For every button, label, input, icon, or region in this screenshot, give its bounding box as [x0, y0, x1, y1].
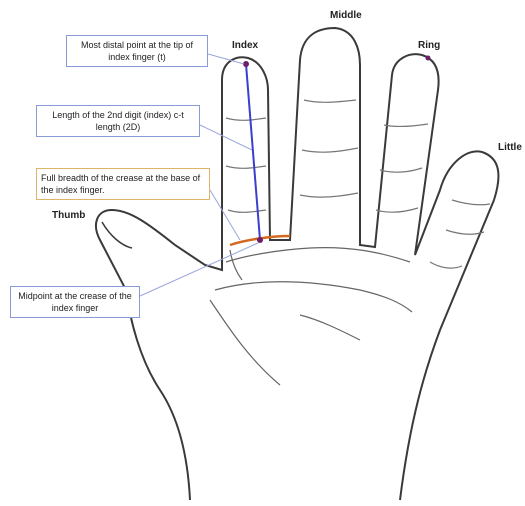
midpoint-point [257, 237, 263, 243]
label-ring: Ring [418, 40, 440, 51]
index-length-line [246, 64, 260, 240]
finger-creases [226, 100, 490, 268]
label-thumb: Thumb [52, 210, 85, 221]
thumb-nail [102, 222, 132, 248]
hand-outline [96, 28, 498, 500]
callout-breadth: Full breadth of the crease at the base o… [36, 168, 210, 200]
callout-length: Length of the 2nd digit (index) c-t leng… [36, 105, 200, 137]
label-little: Little [498, 142, 522, 153]
callout-midpoint: Midpoint at the crease of the index fing… [10, 286, 140, 318]
callout-tip: Most distal point at the tip of index fi… [66, 35, 208, 67]
ring-tip-point [426, 56, 431, 61]
palm-lines [210, 248, 412, 385]
label-middle: Middle [330, 10, 362, 21]
label-index: Index [232, 40, 258, 51]
